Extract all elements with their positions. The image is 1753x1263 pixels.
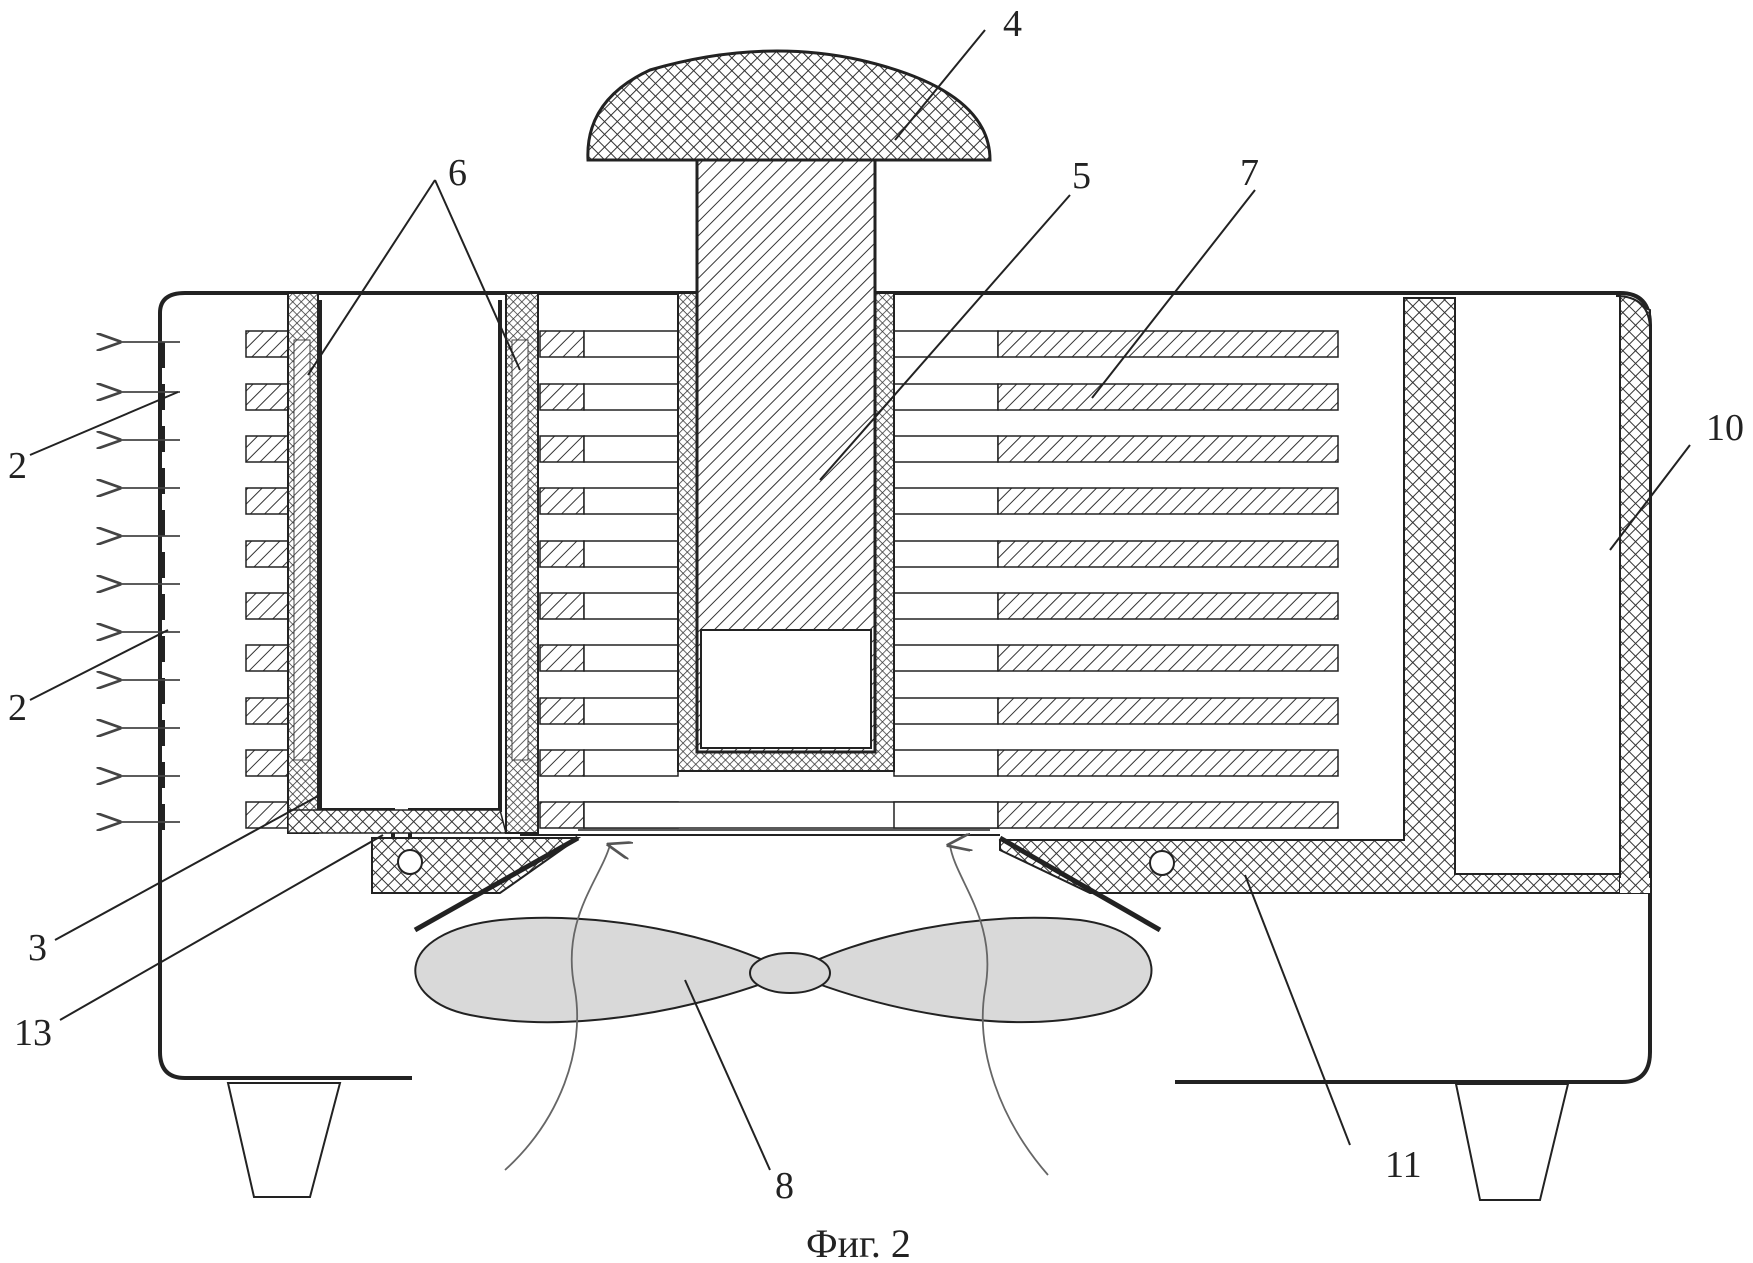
label-10: 10: [1706, 407, 1744, 449]
label-3: 3: [28, 927, 47, 969]
right-fin-plate: [894, 436, 998, 462]
middle-fin-stub: [540, 802, 584, 828]
left-fin: [246, 384, 288, 410]
right-fin-plate: [894, 645, 998, 671]
left-fin: [246, 645, 288, 671]
right-fin: [998, 541, 1338, 567]
heater-element-right: [506, 293, 538, 833]
label-13: 13: [14, 1012, 52, 1054]
middle-fin-stub: [540, 750, 584, 776]
right-fin: [998, 436, 1338, 462]
right-fin: [998, 750, 1338, 776]
label-4: 4: [1003, 3, 1022, 45]
reservoir-chamber: [320, 300, 500, 845]
middle-fin-plate: [584, 384, 678, 410]
middle-fin-stub: [540, 593, 584, 619]
figure-caption: Фиг. 2: [806, 1221, 911, 1263]
middle-fin-stub: [540, 541, 584, 567]
middle-fin-stub: [540, 436, 584, 462]
cap-4: [588, 51, 990, 160]
right-fin-plate: [894, 593, 998, 619]
right-fin-plate: [894, 698, 998, 724]
left-fin: [246, 331, 288, 357]
fan-8: [415, 918, 1151, 1022]
feet: [228, 1083, 1568, 1200]
right-fin: [998, 488, 1338, 514]
right-fin: [998, 645, 1338, 671]
label-7: 7: [1240, 152, 1259, 194]
middle-fin-plate: [584, 593, 678, 619]
left-fins: [246, 331, 288, 828]
right-fin: [998, 593, 1338, 619]
left-fin: [246, 593, 288, 619]
label-2-lower: 2: [8, 687, 27, 729]
label-6: 6: [448, 152, 467, 194]
heater-element-left: [288, 293, 318, 833]
middle-fin-stub: [540, 698, 584, 724]
right-foot: [1456, 1084, 1568, 1200]
left-fin: [246, 698, 288, 724]
right-fin-plate: [894, 750, 998, 776]
middle-fin-plate: [584, 331, 678, 357]
right-fins: [894, 331, 1338, 828]
label-2-upper: 2: [8, 445, 27, 487]
middle-fin-plate: [584, 698, 678, 724]
middle-fin-plate: [584, 436, 678, 462]
label-8: 8: [775, 1165, 794, 1207]
right-fin-plate: [894, 802, 998, 828]
left-fin: [246, 436, 288, 462]
right-fin-plate: [894, 488, 998, 514]
middle-fin-stub: [540, 488, 584, 514]
right-fin: [998, 698, 1338, 724]
bottom-channel: [520, 830, 1000, 835]
cartridge-5: [678, 160, 894, 771]
left-foot: [228, 1083, 340, 1197]
label-11: 11: [1385, 1144, 1422, 1186]
middle-fin-stub: [540, 645, 584, 671]
middle-fin-stub: [540, 384, 584, 410]
right-fin: [998, 331, 1338, 357]
left-fin: [246, 488, 288, 514]
middle-fin-plate: [584, 541, 678, 567]
valve-left: [398, 850, 422, 874]
middle-fin-stub: [540, 331, 584, 357]
valve-right: [1150, 851, 1174, 875]
middle-fin-plate: [584, 488, 678, 514]
middle-fin-plate: [584, 645, 678, 671]
right-fin-plate: [894, 541, 998, 567]
left-fin: [246, 750, 288, 776]
middle-fin-plate: [584, 750, 678, 776]
right-fin: [998, 384, 1338, 410]
left-fin: [246, 541, 288, 567]
right-fin: [998, 802, 1338, 828]
label-5: 5: [1072, 155, 1091, 197]
right-fin-plate: [894, 384, 998, 410]
